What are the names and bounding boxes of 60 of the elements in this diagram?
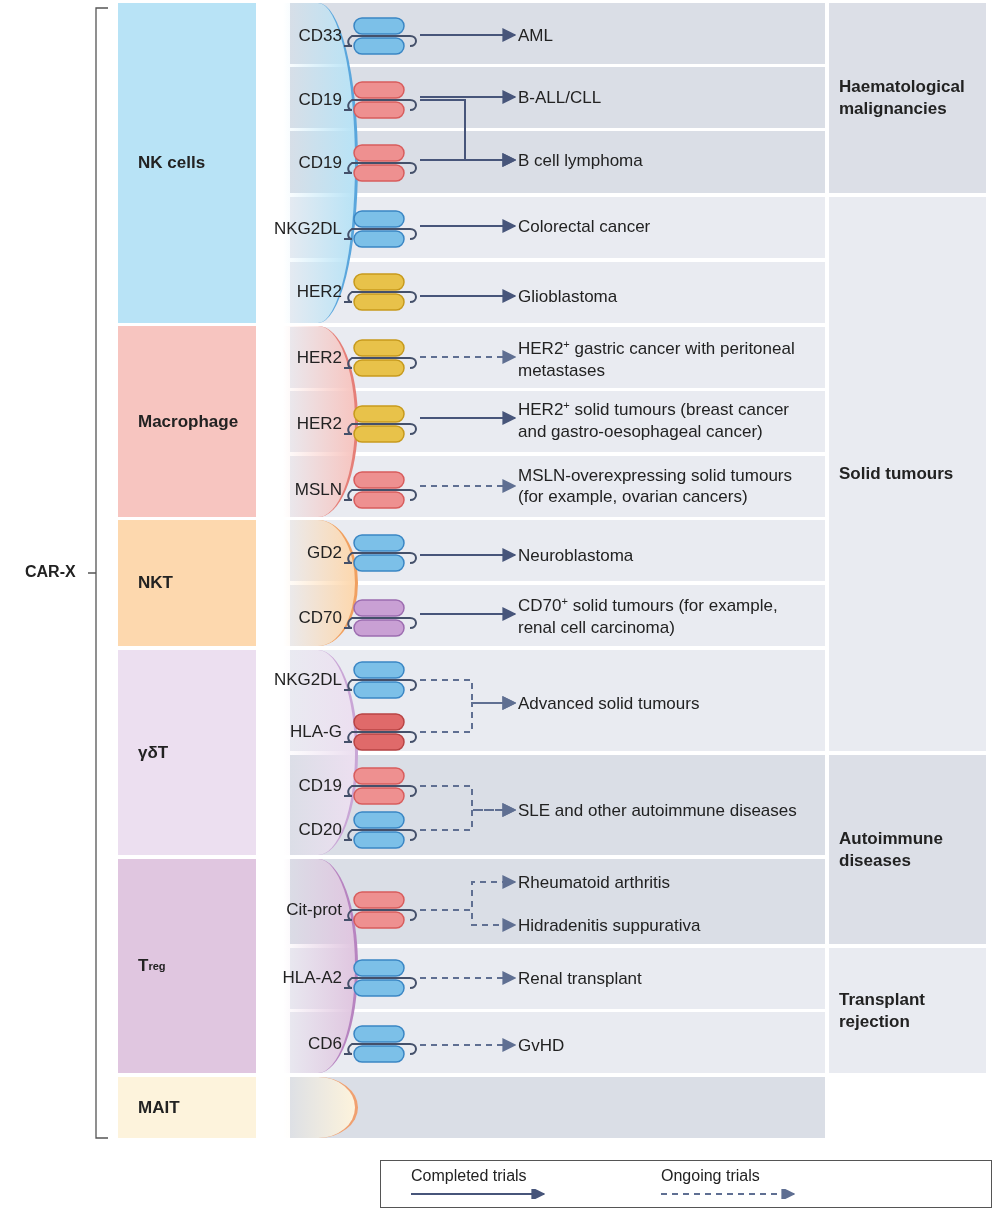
antigen-label: CD20: [298, 820, 342, 840]
arrow: [419, 548, 517, 562]
antigen-label: HER2: [296, 414, 342, 434]
antigen-label: GD2: [307, 543, 342, 563]
bracket-label: CAR-X: [25, 563, 76, 581]
antigen-label: CD19: [298, 776, 342, 796]
arrow: [419, 479, 517, 493]
category-panel: Transplant rejection: [829, 948, 986, 1073]
disease-label: HER2$^{+}$ gastric cancer with peritoneal metastases: [518, 333, 816, 381]
cell-type-panel: NK cells: [118, 3, 256, 323]
antigen-label: HLA-A2: [282, 968, 342, 988]
arrow: [419, 153, 517, 167]
disease-label: Hidradenitis suppurativa: [518, 914, 701, 936]
antigen-label: HER2: [296, 348, 342, 368]
arrow: [419, 289, 517, 303]
disease-label: Colorectal cancer: [518, 215, 651, 237]
arrow: [419, 28, 517, 42]
arrow: [419, 696, 517, 733]
antigen-label: CD70: [298, 608, 342, 628]
arrow: [419, 411, 517, 425]
cell-type-panel: NKT: [118, 520, 256, 646]
cell-type-panel: MAIT: [118, 1077, 256, 1138]
arrow: [419, 803, 517, 831]
category-panel: Autoimmune diseases: [829, 755, 986, 944]
disease-label: Advanced solid tumours: [518, 692, 700, 714]
disease-label: Glioblastoma: [518, 285, 618, 307]
antigen-label: HER2: [296, 282, 342, 302]
antigen-label: NKG2DL: [273, 219, 342, 239]
arrow: [419, 350, 517, 364]
disease-label: CD70$^{+}$ solid tumours (for example, renal cell carcinoma): [518, 590, 816, 638]
antigen-label: HLA-G: [290, 722, 342, 742]
arrow: [419, 219, 517, 233]
disease-label: AML: [518, 24, 553, 46]
disease-label: MSLN-overexpressing solid tumours (for example, ovarian cancers): [518, 465, 816, 507]
arrow: [419, 909, 517, 932]
disease-label: Neuroblastoma: [518, 544, 634, 566]
disease-label: GvHD: [518, 1034, 565, 1056]
arrow: [419, 1038, 517, 1052]
disease-label: B-ALL/CLL: [518, 86, 602, 108]
category-panel: Solid tumours: [829, 197, 986, 751]
antigen-label: MSLN: [294, 480, 342, 500]
disease-label: B cell lymphoma: [518, 149, 643, 171]
arrow: [419, 90, 517, 104]
legend-label: Ongoing trials: [661, 1167, 760, 1185]
antigen-label: NKG2DL: [273, 670, 342, 690]
disease-label: Rheumatoid arthritis: [518, 871, 671, 893]
antigen-label: Cit-prot: [286, 900, 342, 920]
disease-label: Renal transplant: [518, 967, 642, 989]
antigen-label: CD6: [308, 1034, 342, 1054]
arrow: [419, 971, 517, 985]
legend-label: Completed trials: [411, 1167, 527, 1185]
antigen-label: CD19: [298, 153, 342, 173]
arrow: [419, 607, 517, 621]
cell-type-panel: γδT: [118, 650, 256, 855]
category-panel: Haematological malignancies: [829, 3, 986, 193]
antigen-label: CD33: [298, 26, 342, 46]
disease-label: SLE and other autoimmune diseases: [518, 799, 797, 821]
cell-type-panel: Macrophage: [118, 326, 256, 517]
disease-label: HER2$^{+}$ solid tumours (breast cancer and gastro-oesophageal cancer): [518, 394, 816, 442]
antigen-label: CD19: [298, 90, 342, 110]
